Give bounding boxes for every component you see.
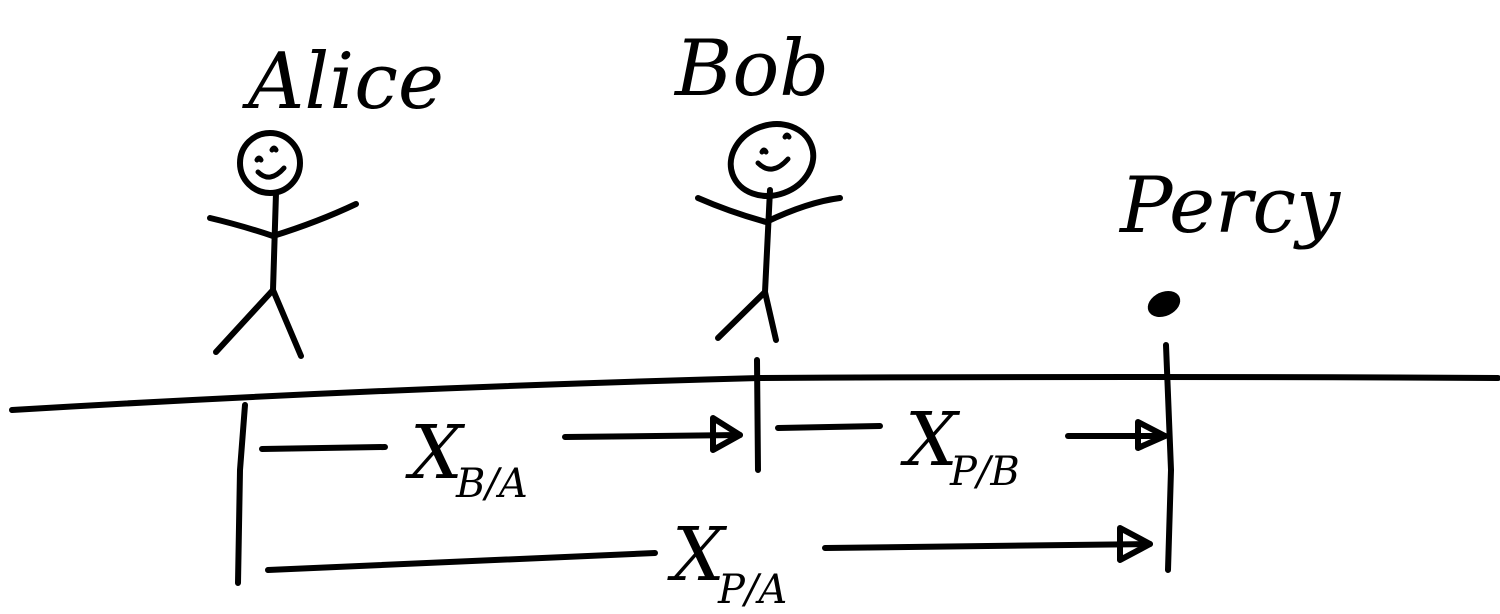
x-p-b-subscript: P/B bbox=[949, 449, 1020, 495]
bob-body bbox=[762, 187, 773, 295]
bob-reference-tick bbox=[754, 357, 761, 473]
arrow-x-b-a-tail bbox=[259, 444, 388, 452]
arrow-x-p-a-tail bbox=[265, 550, 658, 573]
percy-dot bbox=[1147, 290, 1181, 318]
alice-eyes bbox=[254, 145, 279, 163]
alice-reference-tick bbox=[235, 402, 248, 586]
alice-figure bbox=[207, 130, 359, 359]
bob-head bbox=[727, 121, 817, 199]
x-p-a-subscript: P/A bbox=[717, 567, 787, 613]
x-b-a-subscript: B/A bbox=[455, 461, 528, 507]
bob-legs bbox=[715, 289, 779, 343]
arrow-x-p-b bbox=[775, 419, 1168, 451]
bob-smile bbox=[755, 156, 791, 172]
arrow-x-p-a bbox=[265, 525, 1153, 573]
bob-label: Bob bbox=[673, 24, 829, 114]
percy-reference-tick bbox=[1163, 342, 1174, 573]
arrow-x-b-a-head bbox=[710, 415, 743, 453]
bob-eyes bbox=[759, 132, 792, 155]
alice-body bbox=[270, 190, 279, 293]
x-p-b-symbol: X bbox=[900, 397, 961, 483]
percy-point bbox=[1147, 290, 1181, 318]
arrow-x-p-a-shaft bbox=[822, 541, 1153, 551]
alice-legs bbox=[213, 287, 304, 359]
percy-label: Percy bbox=[1118, 161, 1341, 251]
bob-figure bbox=[695, 121, 843, 343]
arrow-x-b-a bbox=[259, 415, 743, 453]
alice-label: Alice bbox=[242, 37, 444, 127]
x-b-a-symbol: X bbox=[405, 410, 466, 496]
arrow-x-p-a-head bbox=[1117, 525, 1153, 563]
alice-head bbox=[237, 130, 303, 196]
alice-arms bbox=[207, 201, 359, 239]
alice-smile bbox=[255, 165, 287, 180]
x-p-a-symbol: X bbox=[667, 512, 728, 598]
bob-arms bbox=[695, 195, 843, 225]
arrow-x-p-b-tail bbox=[775, 423, 883, 431]
arrow-x-p-b-head bbox=[1135, 419, 1168, 451]
